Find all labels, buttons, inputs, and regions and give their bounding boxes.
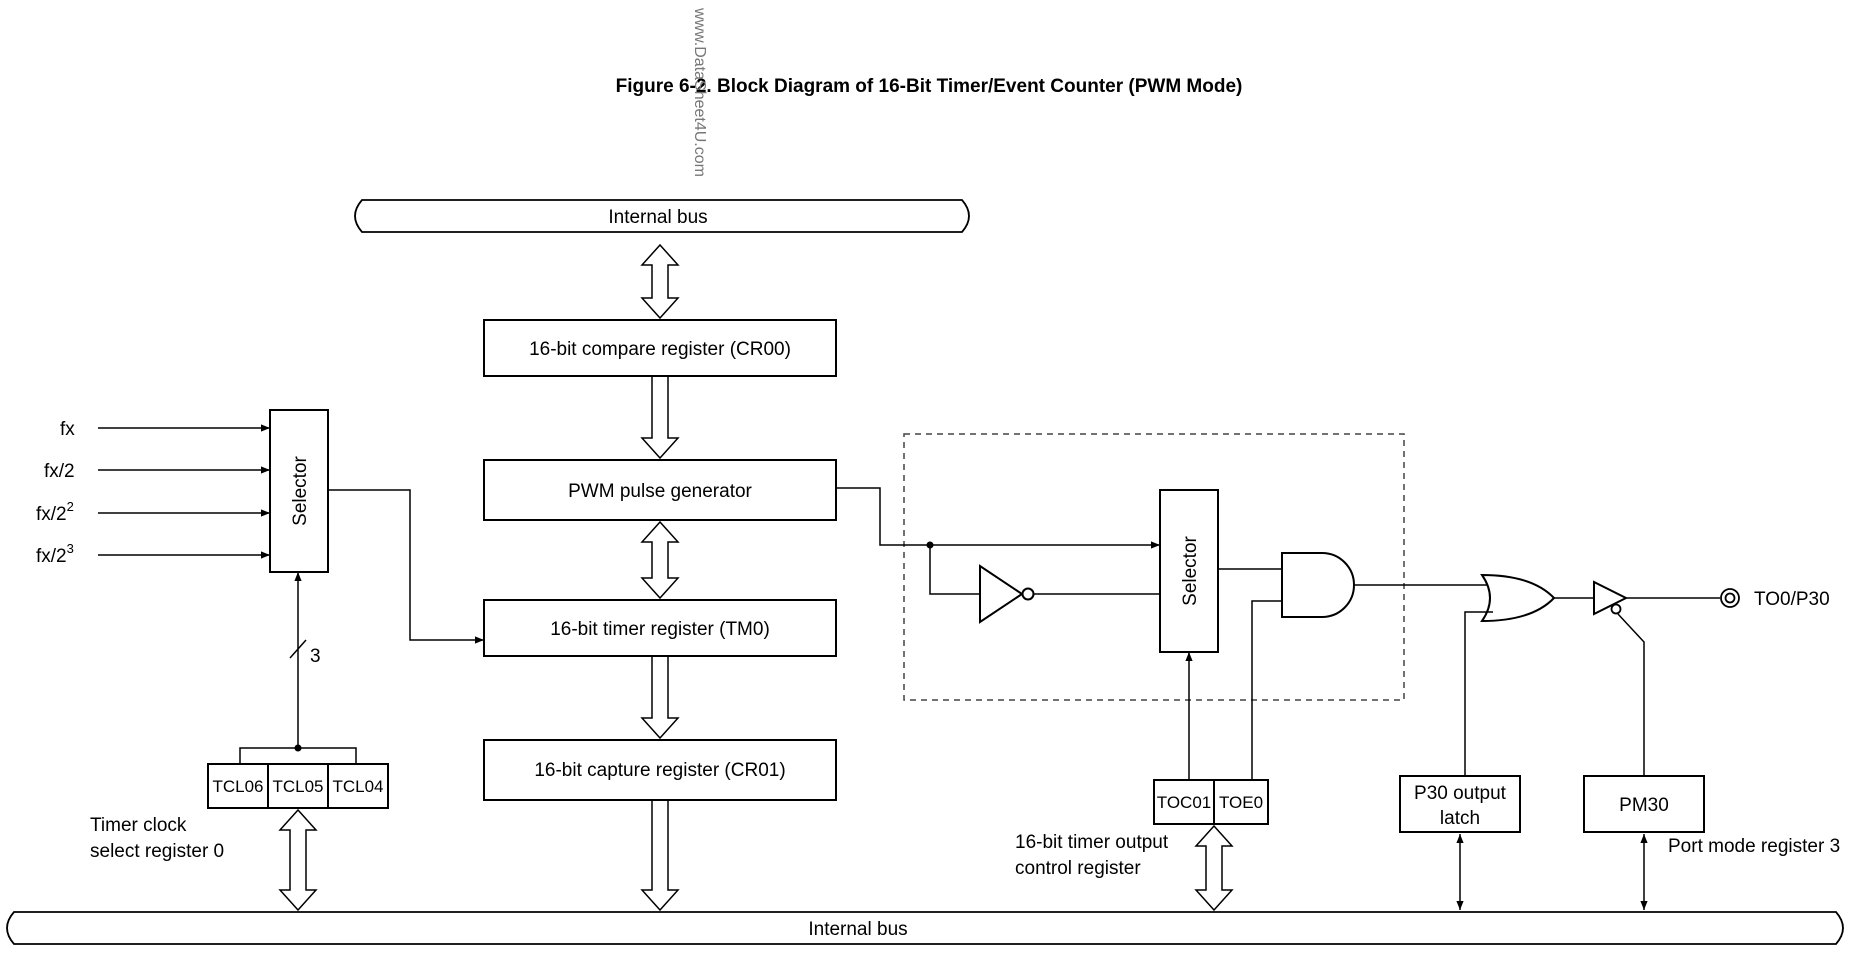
tcl05-label: TCL05 bbox=[272, 777, 323, 796]
bus-arrow-toc bbox=[1194, 824, 1234, 912]
pwm-to-output-line bbox=[836, 487, 1160, 549]
tcl-bracket-line bbox=[239, 747, 357, 764]
toe0-label: TOE0 bbox=[1219, 793, 1263, 812]
tm0-block bbox=[483, 599, 837, 657]
or-gate bbox=[1480, 573, 1556, 623]
output-pin-inner bbox=[1724, 592, 1736, 604]
output-pin-label: TO0/P30 bbox=[1754, 589, 1830, 610]
clock-selector-block bbox=[269, 409, 329, 573]
toc-register: TOC01 TOE0 bbox=[1153, 779, 1269, 825]
bus-arrow-pwm-tm0 bbox=[640, 520, 680, 600]
input-fx2-2: fx/22 bbox=[36, 499, 74, 525]
internal-bus-bottom bbox=[6, 911, 1844, 945]
p30-latch-line1: P30 output bbox=[1414, 783, 1507, 804]
output-control-region bbox=[903, 433, 1405, 701]
selector-to-tm0-line bbox=[328, 489, 484, 644]
pm30-block bbox=[1583, 775, 1705, 833]
pm30-caption: Port mode register 3 bbox=[1668, 836, 1840, 857]
cr01-label: 16-bit capture register (CR01) bbox=[534, 760, 785, 781]
watermark: www.DataSheet4U.com bbox=[691, 7, 708, 177]
internal-bus-top-label: Internal bus bbox=[608, 207, 707, 228]
bus-arrow-tcl bbox=[278, 808, 318, 912]
input-fx: fx bbox=[60, 419, 75, 440]
inverter-bubble bbox=[1021, 587, 1035, 601]
tcl-register: TCL06 TCL05 TCL04 bbox=[207, 763, 389, 809]
input-fx2-3-exponent: 3 bbox=[67, 541, 74, 556]
input-fx2-2-exponent: 2 bbox=[67, 499, 74, 514]
toc01-label: TOC01 bbox=[1157, 793, 1212, 812]
bus-arrow-cr00-pwm bbox=[640, 375, 680, 460]
tcl06-label: TCL06 bbox=[212, 777, 263, 796]
figure-title: Figure 6-2. Block Diagram of 16-Bit Time… bbox=[616, 76, 1243, 97]
tcl05-cell bbox=[267, 763, 329, 809]
bus-arrow-top-cr00 bbox=[640, 243, 680, 320]
toc-caption-line1: 16-bit timer output bbox=[1015, 832, 1169, 853]
bus-width-slash bbox=[289, 639, 307, 659]
bus-arrow-cr01-bus bbox=[640, 799, 680, 912]
pm30-label: PM30 bbox=[1619, 795, 1669, 816]
tm0-label: 16-bit timer register (TM0) bbox=[550, 619, 770, 640]
bus-width-label: 3 bbox=[310, 646, 321, 667]
bus-arrow-tm0-cr01 bbox=[640, 655, 680, 740]
inverter-gate bbox=[979, 564, 1024, 624]
clock-selector-label: Selector bbox=[290, 455, 311, 525]
p30-latch-block bbox=[1399, 775, 1521, 833]
buffer-enable-bubble bbox=[1610, 603, 1622, 615]
and-gate bbox=[1281, 552, 1355, 618]
output-buffer bbox=[1593, 580, 1629, 616]
input-fx2: fx/2 bbox=[44, 461, 75, 482]
pwm-block bbox=[483, 459, 837, 521]
toc01-cell bbox=[1153, 779, 1215, 825]
tcl04-cell bbox=[327, 763, 389, 809]
pwm-label: PWM pulse generator bbox=[568, 481, 752, 502]
toc-caption-line2: control register bbox=[1015, 858, 1141, 879]
p30-latch-line2: latch bbox=[1440, 808, 1480, 829]
toe0-cell bbox=[1213, 779, 1269, 825]
output-selector-label: Selector bbox=[1180, 535, 1201, 605]
toe0-to-and-line bbox=[1251, 600, 1282, 780]
cr00-block bbox=[483, 319, 837, 377]
inverter-input-line bbox=[929, 545, 980, 595]
tcl-caption-line2: select register 0 bbox=[90, 841, 224, 862]
internal-bus-bottom-label: Internal bus bbox=[808, 919, 907, 940]
cr00-label: 16-bit compare register (CR00) bbox=[529, 339, 791, 360]
tcl04-label: TCL04 bbox=[332, 777, 383, 796]
latch-to-or-line bbox=[1464, 611, 1493, 776]
tcl-caption-line1: Timer clock bbox=[90, 815, 187, 836]
cr01-block bbox=[483, 739, 837, 801]
input-fx2-3: fx/23 bbox=[36, 541, 74, 567]
pm30-to-buffer-line bbox=[1617, 613, 1645, 776]
internal-bus-top bbox=[354, 199, 970, 233]
